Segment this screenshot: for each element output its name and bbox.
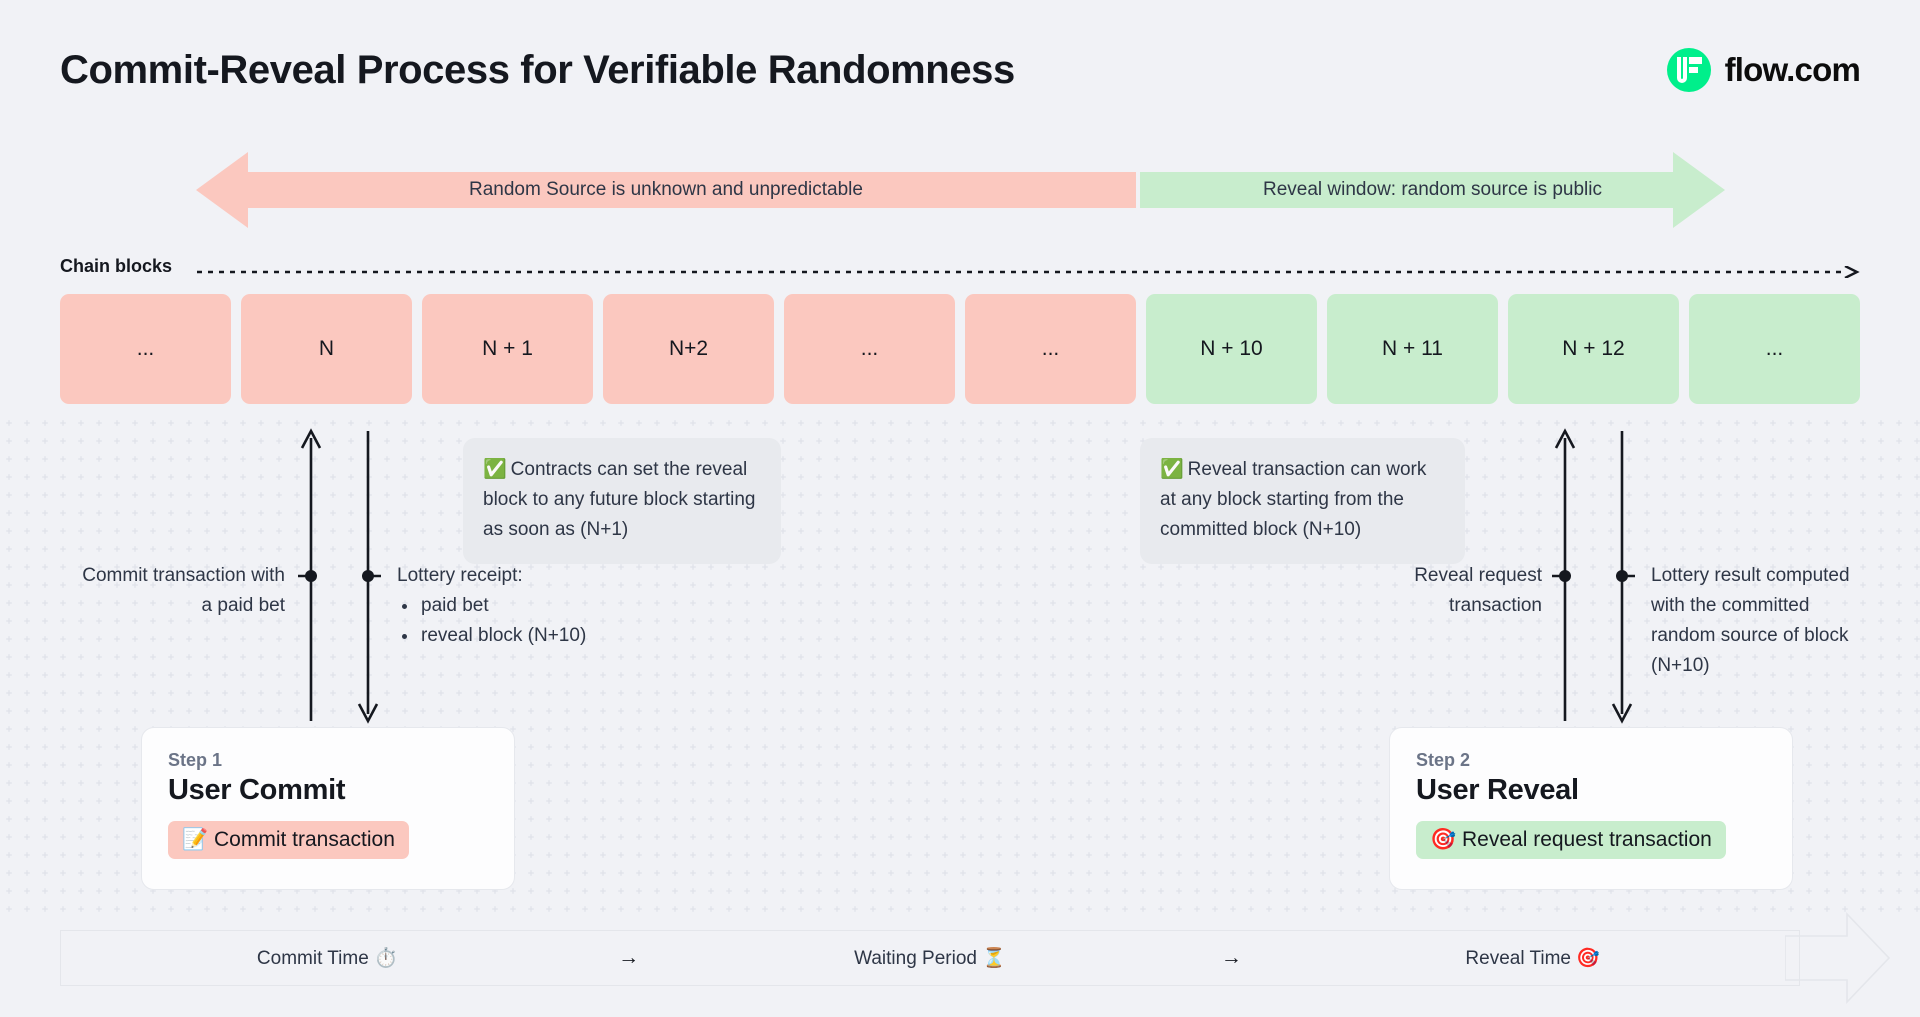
chain-block[interactable]: N + 11 [1327, 294, 1498, 404]
chain-dashed-arrow [197, 266, 1860, 278]
chain-block[interactable]: N + 1 [422, 294, 593, 404]
callout-commit-text: Contracts can set the reveal block to an… [483, 459, 756, 540]
banner-reveal-label: Reveal window: random source is public [1263, 179, 1602, 200]
step-card-user-commit[interactable]: Step 1 User Commit 📝 Commit transaction [141, 727, 515, 890]
banner-reveal-window: Reveal window: random source is public [1140, 150, 1725, 230]
chain-block[interactable]: ... [60, 294, 231, 404]
chain-axis: Chain blocks [0, 256, 1920, 288]
timeline-arrow-cap [1785, 912, 1891, 1004]
timeline-bar: Commit Time ⏱️ → Waiting Period ⏳ → Reve… [60, 930, 1800, 986]
annotation-lottery-receipt: Lottery receipt: paid bet reveal block (… [397, 561, 657, 651]
lottery-receipt-list: paid bet reveal block (N+10) [397, 591, 657, 651]
timeline-segment-commit-time: Commit Time ⏱️ [256, 948, 398, 969]
lottery-receipt-axis [357, 431, 381, 724]
step-title: User Reveal [1416, 774, 1579, 806]
chip-label: Commit transaction [214, 828, 395, 851]
phase-timeline: Commit Time ⏱️ → Waiting Period ⏳ → Reve… [60, 912, 1891, 1004]
brand-logo: flow.com [1666, 48, 1861, 92]
left-arrow-shape [196, 152, 1136, 228]
arrow-right-icon: → [1220, 946, 1242, 969]
callout-reveal-transaction-window: ✅Reveal transaction can work at any bloc… [1140, 438, 1465, 564]
reveal-request-axis [1552, 428, 1576, 721]
lottery-result-axis [1611, 431, 1635, 724]
arrow-right-icon: → [618, 946, 640, 969]
header: Commit-Reveal Process for Verifiable Ran… [0, 0, 1920, 118]
annotation-lottery-result: Lottery result computed with the committ… [1651, 565, 1850, 676]
step-card-user-reveal[interactable]: Step 2 User Reveal 🎯 Reveal request tran… [1389, 727, 1793, 890]
annotation-zone: ✅Contracts can set the reveal block to a… [0, 420, 1920, 724]
list-item: paid bet [419, 591, 657, 621]
chain-block[interactable]: N [241, 294, 412, 404]
chain-block[interactable]: N + 10 [1146, 294, 1317, 404]
lottery-receipt-title: Lottery receipt: [397, 565, 523, 586]
white-check-mark-icon: ✅ [483, 459, 507, 480]
brand-name: flow.com [1724, 51, 1861, 88]
chain-block[interactable]: ... [1689, 294, 1860, 404]
chain-blocks-label: Chain blocks [60, 256, 173, 276]
right-arrow-shape [1140, 152, 1725, 228]
chain-block[interactable]: N+2 [603, 294, 774, 404]
page-title: Commit-Reveal Process for Verifiable Ran… [60, 48, 1015, 92]
commit-transaction-axis [298, 428, 322, 721]
commit-transaction-chip[interactable]: 📝 Commit transaction [168, 821, 409, 859]
banner-random-unknown: Random Source is unknown and unpredictab… [196, 150, 1136, 230]
callout-reveal-text: Reveal transaction can work at any block… [1160, 459, 1427, 540]
timeline-segment-waiting-period: Waiting Period ⏳ [854, 948, 1006, 969]
banner-unknown-label: Random Source is unknown and unpredictab… [469, 179, 863, 200]
step-kicker: Step 1 [168, 750, 223, 770]
step-kicker: Step 2 [1416, 750, 1471, 770]
list-item: reveal block (N+10) [419, 621, 657, 651]
target-icon: 🎯 [1430, 828, 1457, 851]
chain-block[interactable]: ... [965, 294, 1136, 404]
chain-block[interactable]: N + 12 [1508, 294, 1679, 404]
timeline-segment-reveal-time: Reveal Time 🎯 [1465, 948, 1600, 969]
step-title: User Commit [168, 774, 346, 806]
annotation-reveal-request: Reveal request transaction [1414, 565, 1542, 616]
memo-icon: 📝 [182, 828, 209, 851]
annotation-commit-transaction: Commit transaction with a paid bet [82, 565, 285, 616]
flow-logo-icon [1666, 48, 1711, 92]
chip-label: Reveal request transaction [1462, 828, 1712, 851]
callout-contracts-reveal-block: ✅Contracts can set the reveal block to a… [463, 438, 781, 564]
reveal-request-transaction-chip[interactable]: 🎯 Reveal request transaction [1416, 821, 1726, 859]
chain-block[interactable]: ... [784, 294, 955, 404]
chain-block-row: ... N N + 1 N+2 ... ... N + 10 N + 11 N … [60, 294, 1860, 404]
white-check-mark-icon: ✅ [1160, 459, 1184, 480]
phase-banners: Random Source is unknown and unpredictab… [0, 150, 1920, 230]
